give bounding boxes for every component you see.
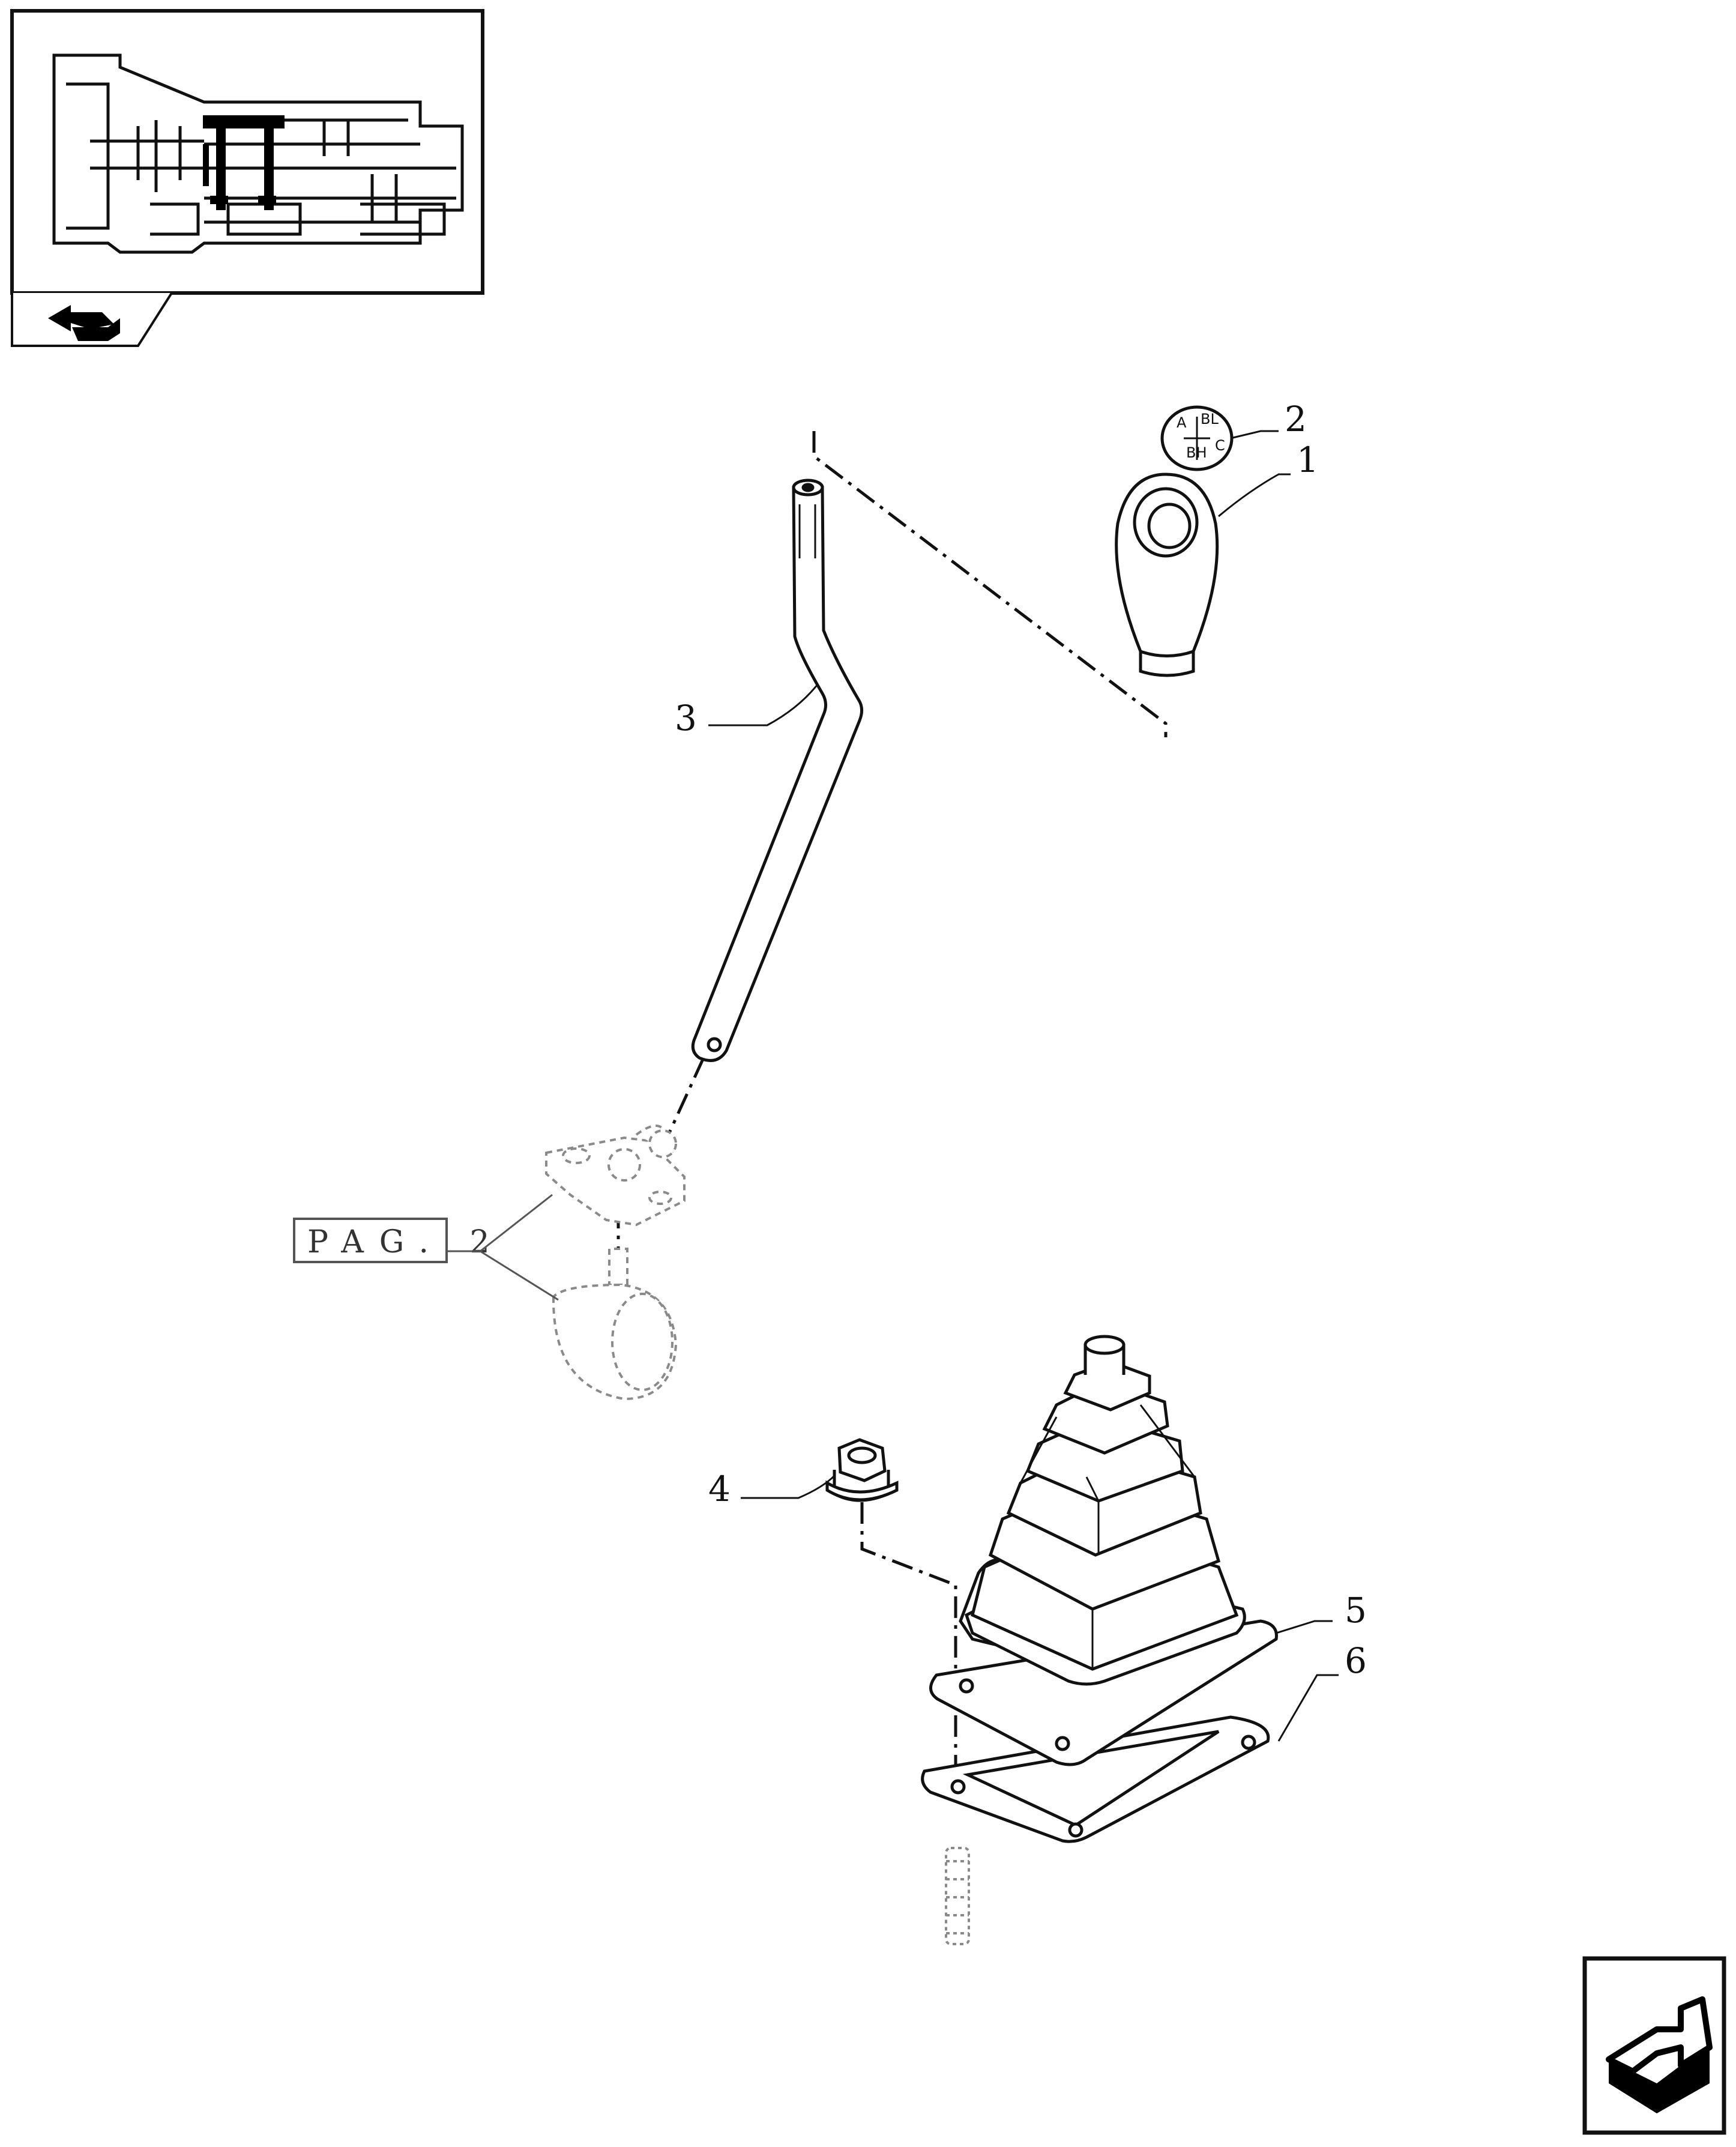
reference-shift-block: [552, 1248, 678, 1401]
cap-label-c: C: [1215, 437, 1225, 454]
callout-1[interactable]: 1: [1297, 439, 1319, 480]
callout-5[interactable]: 5: [1345, 1590, 1367, 1631]
cap-label-bh: BH: [1186, 444, 1207, 461]
shift-lever-stud: [945, 1847, 970, 1945]
previous-page-tab[interactable]: [11, 292, 173, 347]
gear-lever-boot[interactable]: [929, 1335, 1278, 1766]
overview-thumbnail[interactable]: [10, 9, 484, 295]
gear-knob[interactable]: [1115, 473, 1219, 677]
callout-2-label: 2: [1285, 399, 1307, 439]
gear-lever-rod[interactable]: [691, 479, 863, 1062]
callout-3-label: 3: [675, 698, 697, 738]
cap-label-a: A: [1177, 414, 1187, 431]
next-page-button[interactable]: [1582, 1956, 1726, 2135]
callout-1-label: 1: [1297, 439, 1319, 480]
knob-cap[interactable]: A BL BH C: [1160, 405, 1234, 471]
callout-2[interactable]: 2: [1285, 399, 1307, 439]
callout-5-label: 5: [1345, 1590, 1367, 1631]
cap-label-bl: BL: [1201, 411, 1219, 427]
reference-shift-arm: [545, 1125, 686, 1227]
callout-6-label: 6: [1345, 1640, 1367, 1681]
callout-6[interactable]: 6: [1345, 1640, 1367, 1681]
page-reference-link[interactable]: PAG. 2: [293, 1218, 505, 1263]
boot-gasket[interactable]: [921, 1715, 1270, 1843]
callout-4[interactable]: 4: [708, 1469, 731, 1509]
reference-leaders: [447, 1194, 559, 1301]
flange-nut[interactable]: [825, 1438, 899, 1502]
highlighted-shift-rails: [203, 115, 285, 210]
callout-4-label: 4: [708, 1469, 731, 1509]
page-reference-label: PAG. 2: [307, 1224, 505, 1260]
callout-3[interactable]: 3: [675, 698, 697, 738]
arrow-back-icon: [48, 305, 120, 341]
callout-leaders: [708, 430, 1339, 1742]
arrow-next-icon: [1606, 1996, 1713, 2113]
